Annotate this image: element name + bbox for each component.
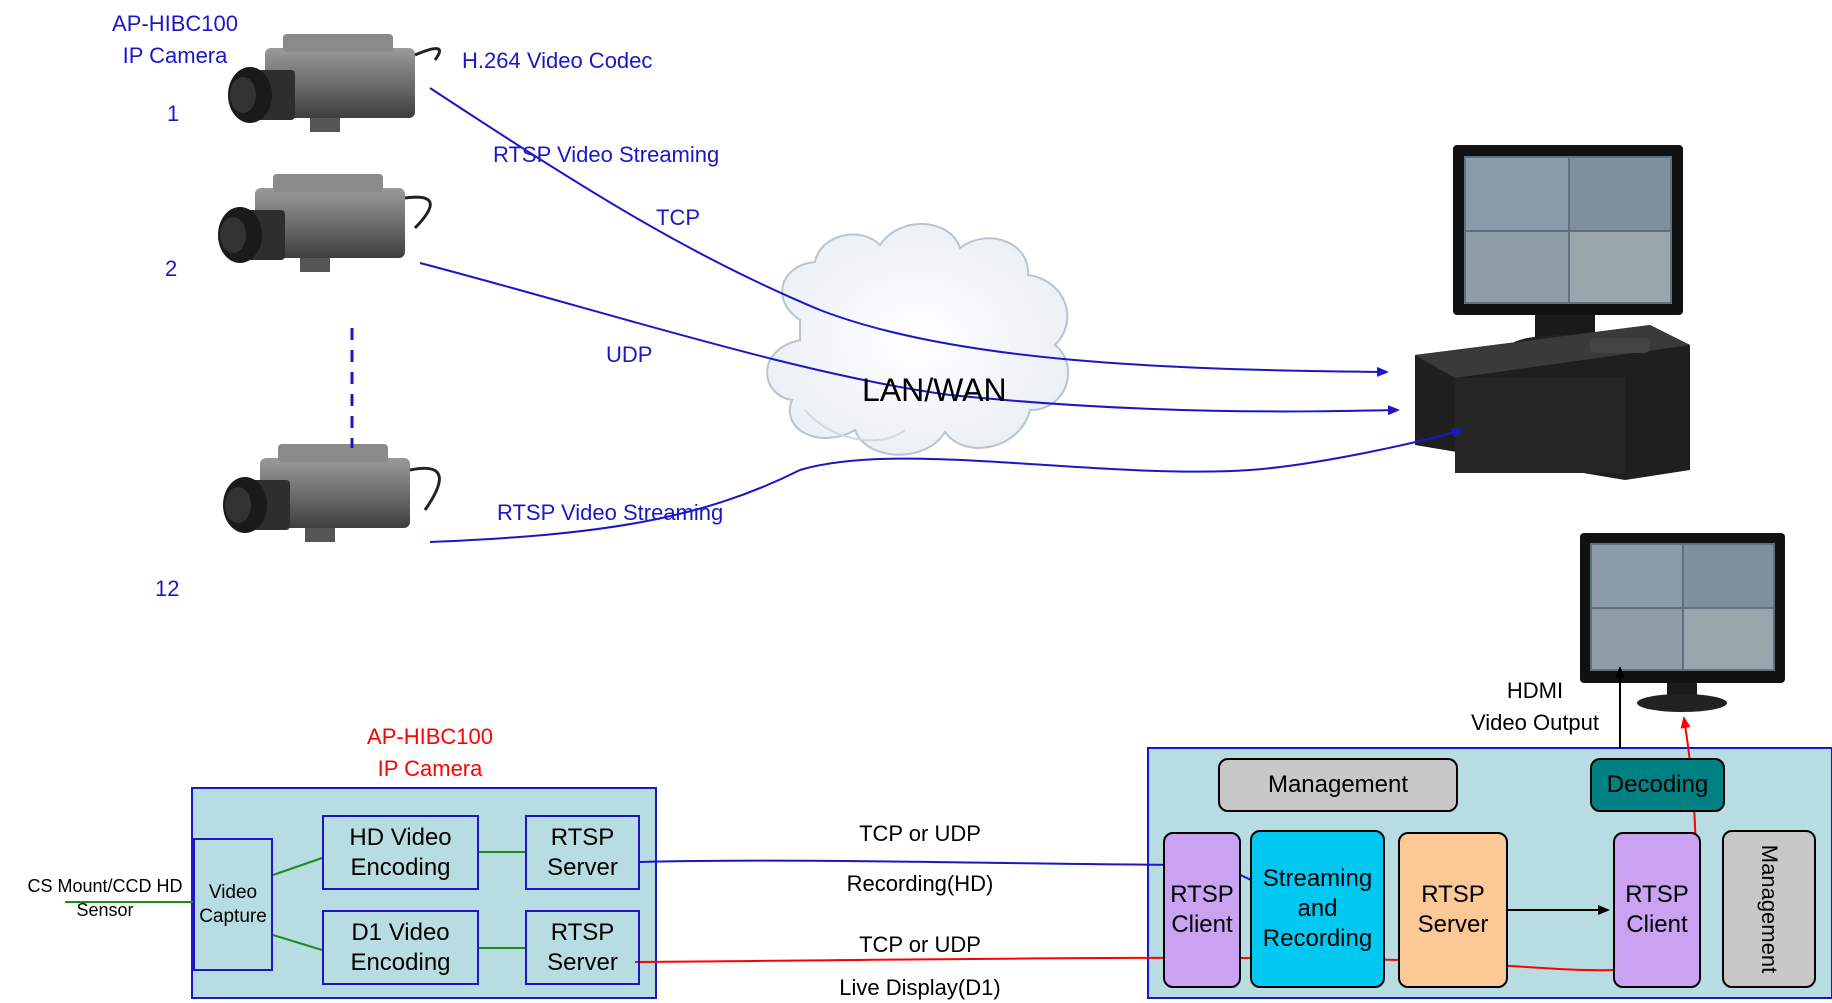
rtsp-server-nvr-box: RTSP Server xyxy=(1398,832,1508,988)
live-display-label: Live Display(D1) xyxy=(839,975,1001,1000)
hdmi-label-line1: HDMI xyxy=(1506,678,1564,703)
camera-title-top: AP-HIBC100 IP Camera xyxy=(112,11,238,68)
nvr-workstation-icon xyxy=(1415,145,1690,480)
camera-number-2: 2 xyxy=(165,256,178,281)
tcp-or-udp-label-1: TCP or UDP xyxy=(859,821,981,846)
udp-label: UDP xyxy=(606,342,653,367)
link-capture-d1 xyxy=(272,934,323,951)
stream-line-camera-1 xyxy=(429,87,1389,377)
camera-1-icon xyxy=(228,34,441,132)
codec-label: H.264 Video Codec xyxy=(462,48,653,73)
display-monitor-icon xyxy=(1580,533,1785,712)
stream-line-camera-2 xyxy=(419,262,1400,416)
tcp-or-udp-label-2: TCP or UDP xyxy=(859,932,981,957)
rtsp-client-left-box: RTSP Client xyxy=(1163,832,1241,988)
rtsp-server-d1-box: RTSP Server xyxy=(525,910,640,985)
rtsp-streaming-top-label: RTSP Video Streaming xyxy=(493,142,720,167)
recording-hd-label: Recording(HD) xyxy=(846,871,994,896)
camera-number-1: 1 xyxy=(167,101,180,126)
camera-block-title-line1: AP-HIBC100 xyxy=(367,724,493,749)
stream-line-camera-12 xyxy=(429,428,1464,543)
management-top-box: Management xyxy=(1218,758,1458,812)
camera-block-title-line2: IP Camera xyxy=(377,756,483,781)
camera-block-panel xyxy=(191,787,657,999)
rtsp-streaming-bottom-label: RTSP Video Streaming xyxy=(497,500,724,525)
camera-12-icon xyxy=(223,444,441,542)
video-capture-box: Video Capture xyxy=(193,838,273,971)
camera-number-12: 12 xyxy=(155,576,180,601)
rtsp-client-right-box: RTSP Client xyxy=(1613,832,1701,988)
hdmi-label-line2: Video Output xyxy=(1470,710,1600,735)
camera-2-icon xyxy=(218,174,432,272)
lan-wan-cloud-icon xyxy=(766,222,1070,456)
link-capture-hd xyxy=(272,857,323,876)
decoding-box: Decoding xyxy=(1590,758,1725,812)
tcp-label: TCP xyxy=(656,205,700,230)
d1-encoding-box: D1 Video Encoding xyxy=(322,910,479,985)
sensor-label-line1: CS Mount/CCD HD xyxy=(27,876,183,896)
hd-encoding-box: HD Video Encoding xyxy=(322,815,479,890)
streaming-recording-box: Streaming and Recording xyxy=(1250,830,1385,988)
management-side-label: Management xyxy=(1757,844,1782,974)
sensor-label-line2: Sensor xyxy=(76,900,134,920)
rtsp-server-hd-box: RTSP Server xyxy=(525,815,640,890)
management-side-box: Management xyxy=(1722,830,1816,988)
cloud-label: LAN/WAN xyxy=(862,372,1007,408)
